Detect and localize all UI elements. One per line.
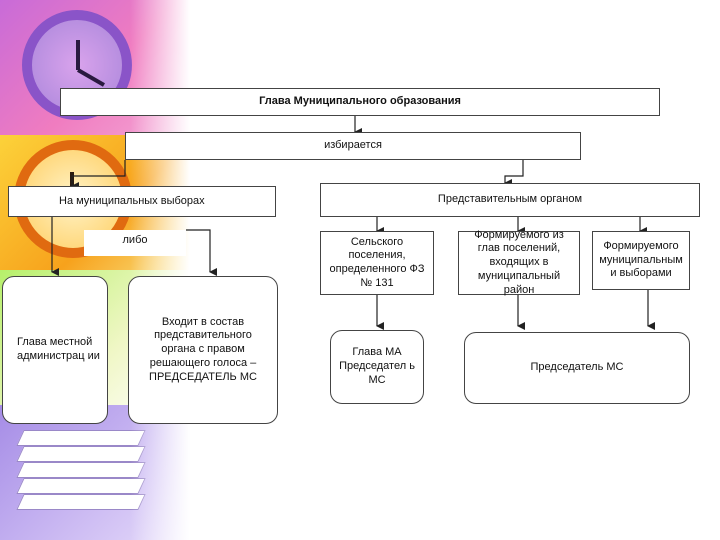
settlement-heads-label: Формируемого из глав поселений, входящих… (474, 228, 564, 296)
head-ma-box: Глава МА Председател ь МС (330, 330, 424, 404)
local-admin-head-label: Глава местной администрац ии (17, 336, 100, 362)
chairman-box: Председатель МС (464, 332, 690, 404)
head-ma-label: Глава МА Председател ь МС (339, 346, 415, 386)
rural-settlement-label: Сельского поселения, определенного ФЗ № … (329, 235, 425, 289)
arrow-to-representative-body (504, 160, 524, 187)
head-of-municipality-label: Глава Муниципального образования (259, 95, 461, 108)
council-member-label: Входит в состав представительного органа… (149, 315, 257, 383)
settlement-heads-box: Формируемого из глав поселений, входящих… (458, 228, 580, 296)
rural-settlement-box: Сельского поселения, определенного ФЗ № … (320, 231, 434, 295)
elected-box: избирается (125, 132, 581, 160)
by-elections-label: Формируемого муниципальным и выборами (599, 239, 683, 280)
council-member-box: Входит в состав представительного органа… (128, 276, 278, 424)
or-label: либо (122, 234, 148, 246)
representative-body-label: Представительным органом (437, 193, 583, 206)
by-elections-box: Формируемого муниципальным и выборами (592, 231, 690, 290)
arrow-to-council-member (186, 229, 217, 276)
representative-body-box: Представительным органом (320, 183, 700, 217)
chairman-label: Председатель МС (530, 361, 624, 374)
or-label-box: либо (84, 230, 186, 256)
elected-label: избирается (324, 139, 382, 152)
municipal-elections-box: На муниципальных выборах (8, 186, 276, 217)
arrow-to-municipal-elections (71, 160, 126, 190)
municipal-elections-label: На муниципальных выборах (59, 194, 205, 207)
local-admin-head-box: Глава местной администрац ии (2, 276, 108, 424)
head-of-municipality-box: Глава Муниципального образования (60, 88, 660, 116)
